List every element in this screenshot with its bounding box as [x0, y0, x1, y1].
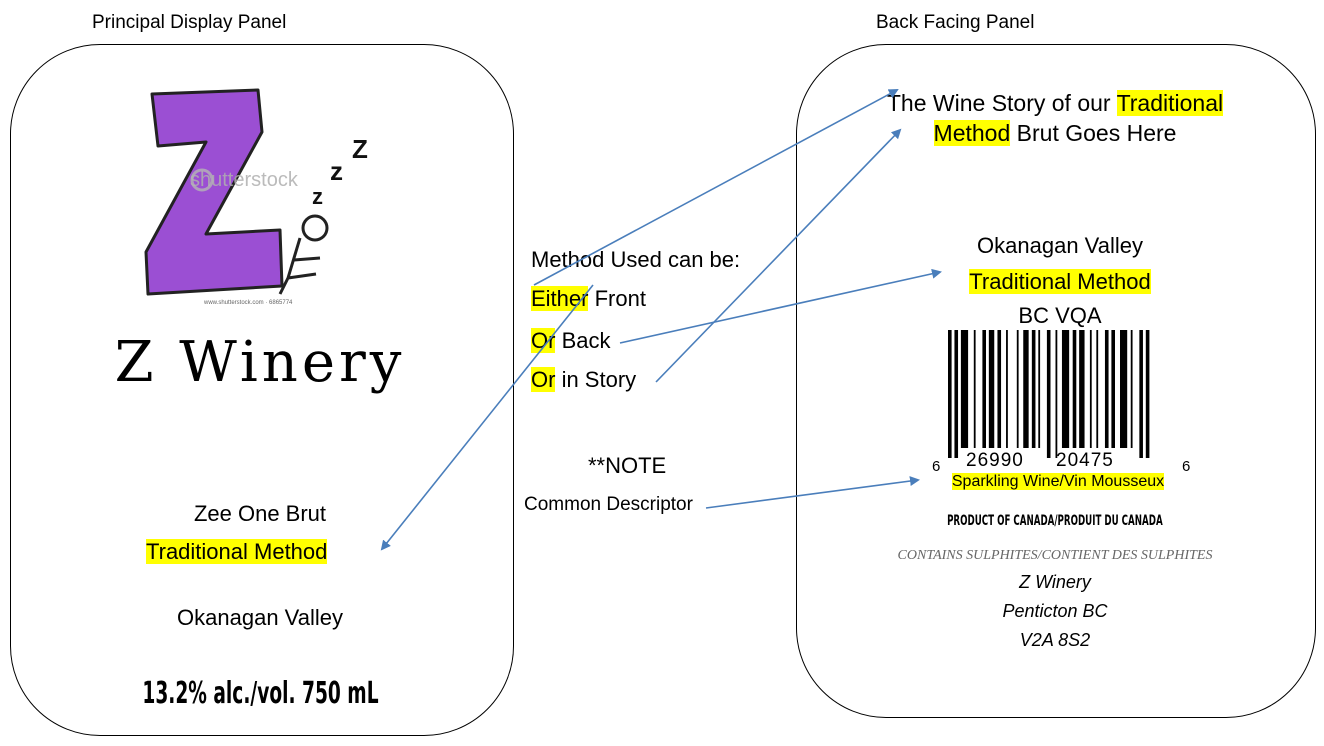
barcode-bar: [1079, 330, 1085, 448]
back-region: Okanagan Valley: [977, 233, 1143, 258]
zzz-medium: z: [330, 156, 343, 186]
barcode-right-digit: 6: [1182, 458, 1190, 475]
barcode-bar: [1031, 330, 1036, 448]
z-winery-logo: shutterstock z z Z www.shutterstock.com …: [144, 88, 368, 306]
barcode-bar: [1130, 330, 1133, 448]
barcode-bar: [960, 330, 969, 448]
product-name: Zee One Brut: [193, 501, 327, 526]
zzz-small: z: [312, 184, 323, 209]
barcode-bar: [1023, 330, 1029, 448]
barcode-bar: [1046, 330, 1051, 458]
barcode-bar: [1055, 330, 1058, 458]
back-panel-title: Back Facing Panel: [876, 12, 1035, 33]
barcode-bar: [997, 330, 1002, 448]
arrow-to-front-method: [380, 284, 594, 551]
arrow-to-descriptor: [705, 476, 920, 509]
front-method: Traditional Method: [146, 539, 328, 564]
arrow-to-back-method: [619, 268, 942, 344]
vqa: BC VQA: [1018, 303, 1102, 328]
option-front: Either Front: [531, 286, 646, 311]
alcohol-volume: 13.2% alc./vol. 750 mL: [141, 676, 379, 711]
barcode-bar: [1120, 330, 1128, 448]
barcode-bar: [1006, 330, 1008, 448]
barcode: 6 26990 20475 6: [932, 330, 1190, 475]
option-back: Or Back: [531, 328, 611, 353]
back-winery: Z Winery: [1019, 572, 1091, 592]
back-panel: [796, 44, 1316, 718]
barcode-bar: [948, 330, 952, 458]
story-text: The Wine Story of our Traditional Method…: [886, 90, 1224, 146]
winery-name: Z Winery: [114, 330, 406, 395]
barcode-bar: [1038, 330, 1041, 448]
barcode-group-1: 26990: [966, 450, 1024, 471]
back-postal: V2A 8S2: [1019, 630, 1091, 650]
barcode-bar: [1096, 330, 1099, 448]
arrow-to-story-method: [533, 89, 899, 286]
note-title: **NOTE: [588, 453, 667, 478]
barcode-group-2: 20475: [1056, 450, 1114, 471]
front-panel-title: Principal Display Panel: [92, 12, 287, 33]
front-region: Okanagan Valley: [177, 605, 343, 630]
note-text: Common Descriptor: [524, 494, 693, 515]
barcode-bar: [1072, 330, 1077, 448]
barcode-bar: [1145, 330, 1150, 458]
option-story: Or in Story: [531, 367, 637, 392]
sulphites-notice: CONTAINS SULPHITES/CONTIENT DES SULPHITE…: [897, 548, 1213, 563]
stock-id-text: www.shutterstock.com · 6865774: [203, 300, 293, 306]
barcode-bar: [1089, 330, 1092, 448]
barcode-bar: [988, 330, 995, 448]
barcode-bar: [1111, 330, 1115, 448]
back-method: Traditional Method: [969, 269, 1151, 294]
barcode-bar: [1139, 330, 1143, 458]
back-city: Penticton BC: [1002, 601, 1108, 621]
arrow-to-story: [655, 128, 902, 383]
barcode-bar: [1016, 330, 1019, 448]
product-of: PRODUCT OF CANADA/PRODUIT DU CANADA: [947, 513, 1163, 529]
barcode-bar: [973, 330, 976, 448]
common-descriptor: Sparkling Wine/Vin Mousseux: [951, 473, 1165, 490]
zzz-large: Z: [352, 134, 368, 164]
barcode-bar: [982, 330, 986, 448]
watermark-text: shutterstock: [190, 169, 299, 191]
barcode-bar: [1061, 330, 1070, 448]
barcode-left-digit: 6: [932, 458, 940, 475]
barcode-bar: [1104, 330, 1109, 448]
front-panel: [10, 44, 514, 736]
barcode-bar: [954, 330, 959, 458]
